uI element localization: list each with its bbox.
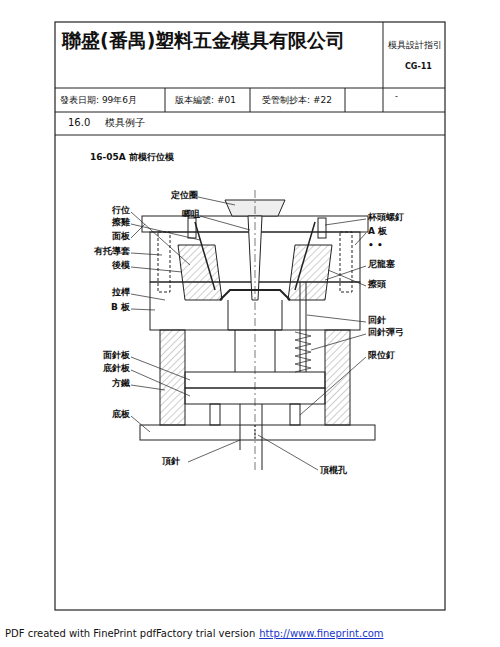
part-label: 行位 (112, 205, 130, 215)
part-label: 有托導套 (94, 246, 130, 256)
part-label: 底板 (112, 409, 130, 419)
header-cell: 版本編號: #01 (175, 95, 236, 105)
footer-link: http://www.fineprint.com (259, 628, 383, 640)
part-label: • • (368, 240, 383, 250)
part-label: 限位釘 (368, 350, 395, 360)
part-label: 杯頭螺釘 (368, 212, 404, 222)
header-cell: 發表日期: 99年6月 (60, 95, 137, 105)
part-label: 回針彈弓 (368, 327, 404, 337)
section-title: 模具例子 (105, 117, 145, 129)
part-label: 擦頭 (368, 279, 386, 289)
part-label: 拉桿 (112, 287, 130, 297)
header-cell: - (395, 92, 398, 101)
header-cell: 受管制抄本: #22 (262, 95, 332, 105)
part-label: 面板 (112, 231, 130, 241)
part-label: 底針板 (103, 363, 130, 373)
part-label: B 板 (111, 302, 130, 312)
company-title: 聯盛(番禺)塑料五金模具有限公司 (62, 30, 345, 52)
part-label: A 板 (368, 226, 387, 236)
part-label: 回針 (368, 315, 386, 325)
part-label: 尼龍塞 (368, 259, 395, 269)
part-label: 後模 (112, 260, 130, 270)
part-label: 擦雞 (112, 217, 130, 227)
part-label: 頂針 (162, 456, 180, 466)
figure-title: 16-05A 前模行位模 (90, 152, 174, 162)
part-label: 唧咀 (182, 209, 200, 219)
part-label: 頂棍孔 (320, 465, 347, 475)
part-label: 定位圈 (171, 190, 198, 200)
part-label: 方鐵 (112, 378, 130, 388)
section-number: 16.0 (68, 117, 90, 129)
part-label: 面針板 (103, 350, 130, 360)
doc-name: 模具設計指引 (388, 40, 442, 50)
doc-code: CG-11 (405, 62, 432, 71)
footer-note: PDF created with FinePrint pdfFactory tr… (5, 628, 255, 640)
